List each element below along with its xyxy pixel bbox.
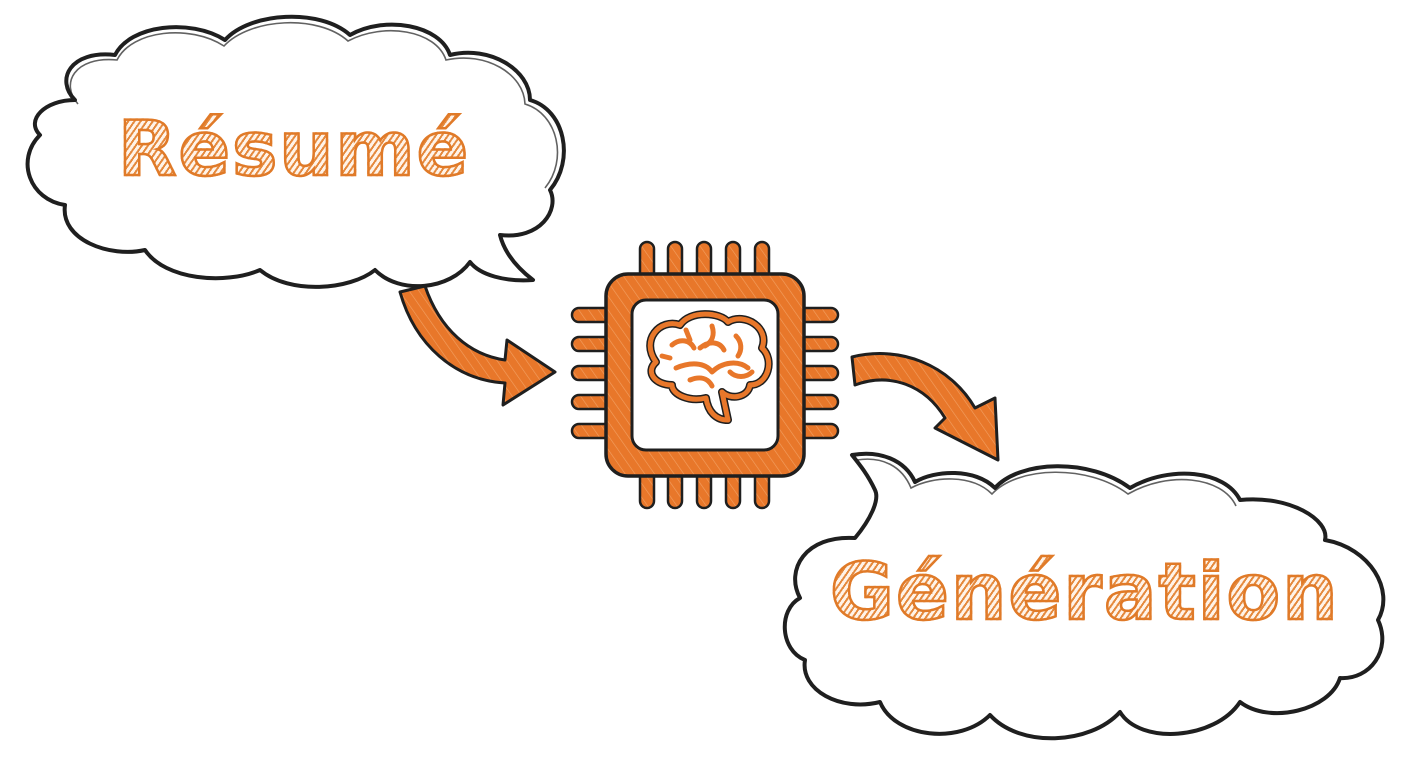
arrow-resume-to-chip xyxy=(398,284,557,407)
resume-cloud xyxy=(25,14,566,289)
cpu-chip xyxy=(570,240,840,510)
generation-cloud xyxy=(782,451,1386,741)
generation-label: Génération xyxy=(829,547,1340,640)
resume-label: Résumé xyxy=(117,103,471,195)
chip-die xyxy=(630,298,780,452)
arrow-chip-to-generation xyxy=(850,352,1000,462)
